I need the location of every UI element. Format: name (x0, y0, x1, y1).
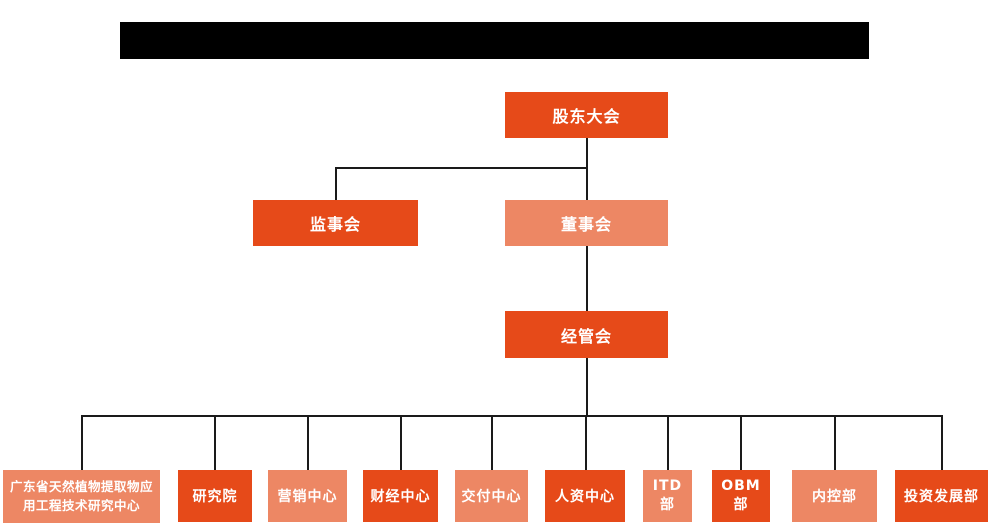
org-node-dept-itd: ITD部 (643, 470, 692, 522)
org-node-shareholders-meeting: 股东大会 (505, 92, 668, 138)
connector-departments-horizontal (81, 415, 943, 417)
connector-dept-drop-1 (214, 415, 216, 470)
connector-root-vertical (585, 138, 588, 417)
org-node-dept-research-institute: 研究院 (178, 470, 252, 522)
connector-dept-drop-2 (306, 415, 309, 470)
org-node-dept-obm: OBM部 (712, 470, 770, 522)
redacted-title-bar (120, 22, 869, 59)
connector-dept-drop-9 (940, 415, 943, 470)
org-node-dept-hr-center: 人资中心 (545, 470, 625, 522)
connector-supervisory-drop (335, 167, 337, 201)
org-node-dept-delivery-center: 交付中心 (455, 470, 528, 522)
connector-level2-horizontal (335, 167, 587, 169)
org-node-dept-research-center: 广东省天然植物提取物应用工程技术研究中心 (3, 470, 160, 523)
org-node-dept-marketing-center: 营销中心 (268, 470, 347, 522)
org-node-dept-finance-center: 财经中心 (363, 470, 438, 522)
connector-dept-drop-3 (399, 415, 402, 470)
org-node-supervisory-board: 监事会 (253, 200, 418, 246)
connector-dept-drop-7 (740, 415, 742, 470)
org-node-management-committee: 经管会 (505, 311, 668, 358)
connector-dept-drop-4 (490, 415, 493, 470)
connector-dept-drop-8 (833, 415, 836, 470)
connector-dept-drop-5 (584, 415, 587, 470)
org-node-board-of-directors: 董事会 (505, 200, 668, 246)
org-node-dept-internal-control: 内控部 (792, 470, 877, 522)
connector-dept-drop-6 (666, 415, 669, 470)
org-node-dept-investment-development: 投资发展部 (895, 470, 988, 522)
connector-dept-drop-0 (80, 415, 83, 470)
